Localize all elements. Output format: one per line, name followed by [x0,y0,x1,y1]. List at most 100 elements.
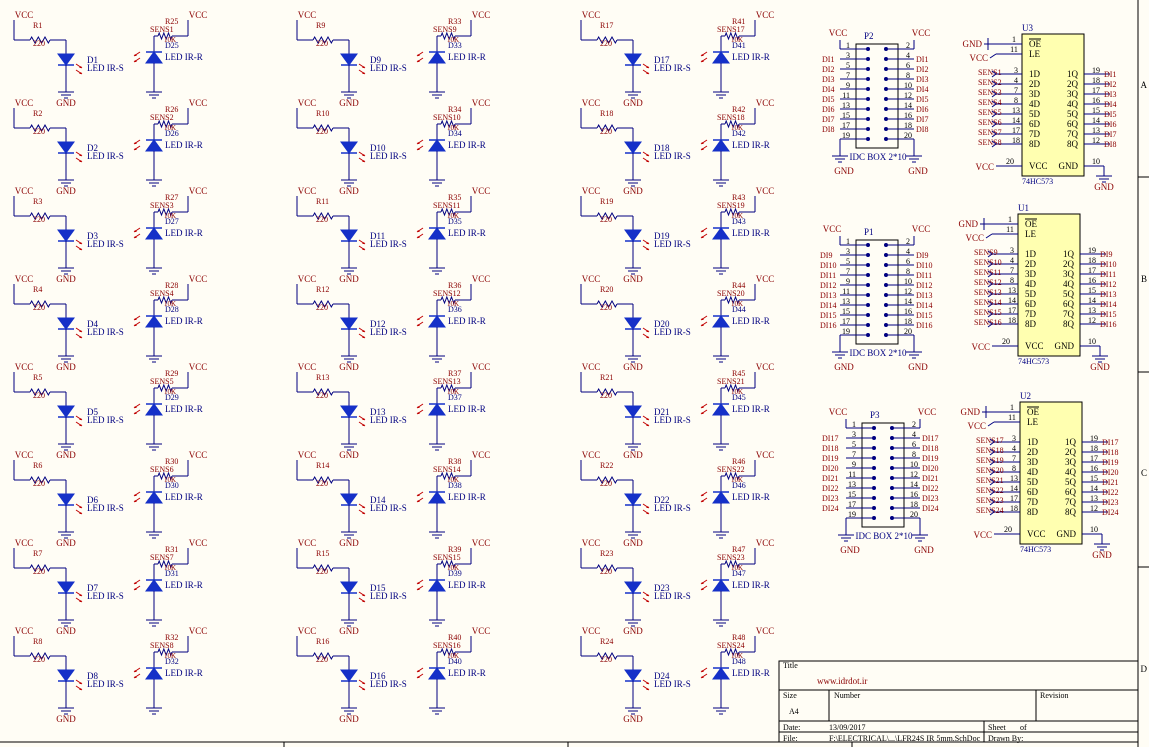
light-arrow-icon [642,591,650,597]
connector-net-label: DI8 [822,125,834,134]
gnd-label: GND [339,186,359,196]
arrow-head [362,154,365,156]
pin-name: 8Q [1065,507,1077,517]
vcc-label: VCC [971,342,990,352]
resistor-value: 220 [316,655,328,664]
led-diode-symbol [57,405,75,418]
ground-icon: GND [56,707,76,724]
sens-net-label: SENS10 [433,113,461,122]
ground-icon [146,531,162,539]
pin-number: 8 [912,450,916,459]
sens-net-label: SENS1 [150,25,174,34]
pin-number: 16 [904,307,912,316]
led-type: LED IR-S [87,415,124,425]
arrow-head [134,318,137,320]
gnd-label: GND [56,274,76,284]
pin-dot [884,57,888,61]
light-arrow-icon [700,315,708,321]
pin-name: 7Q [1067,129,1079,139]
connector-net-label: DI21 [822,474,838,483]
resistor-value: 220 [33,39,45,48]
pin-name: 3D [1029,89,1041,99]
arrow-head [646,688,649,690]
arrow-head [79,330,82,332]
vcc-label: VCC [189,10,208,20]
sense-resistor-value: 10K [164,300,176,308]
ground-icon [832,351,848,359]
light-arrow-icon [416,233,424,239]
pin-number: 4 [1012,444,1016,453]
resistor-symbol [440,647,456,657]
pin-number: 11 [1008,413,1016,422]
light-arrow-icon [358,69,366,75]
latch-input-net: SENS16 [974,318,1002,327]
arrow-head [417,494,420,496]
pin-number: 18 [1010,504,1018,513]
vcc-label: VCC [582,450,601,460]
arrow-head [134,500,137,502]
pin-name: 1Q [1067,69,1079,79]
input-port-icon [989,458,995,466]
arrow-head [646,160,649,162]
photodiode-ref: D26 [165,129,179,138]
sens-net-label: SENS2 [150,113,174,122]
pin-number: 12 [1092,136,1100,145]
pin-number: 7 [1012,454,1016,463]
resistor-symbol [29,35,51,45]
pin-number: 13 [1010,474,1018,483]
resistor-ref: R15 [316,549,329,558]
resistor-symbol [440,119,456,129]
pin-number: 19 [1090,434,1098,443]
latch-output-net: DI7 [1104,130,1116,139]
pin-number: 1 [846,237,850,246]
pin-number: 13 [842,101,850,110]
arrow-head [362,688,365,690]
light-arrow-icon [358,685,366,691]
pin-number: 18 [1090,444,1098,453]
latch-input-net: SENS20 [976,466,1004,475]
resistor-ref: R18 [600,109,613,118]
light-arrow-icon [75,415,83,421]
resistor-ref: R3 [33,197,42,206]
resistor-value: 220 [33,655,45,664]
arrow-head [646,242,649,244]
resistor-symbol [596,211,618,221]
resistor-value: 220 [316,567,328,576]
led-ref: D11 [370,231,385,241]
pin-dot [884,273,888,277]
arrow-head [362,424,365,426]
ground-icon [713,355,729,363]
light-arrow-icon [358,415,366,421]
resistor-value: 220 [600,303,612,312]
resistor-value: 220 [33,567,45,576]
led-diode-symbol [340,405,358,418]
chip-body [1021,33,1085,177]
pin-name: 5Q [1067,109,1079,119]
pin-dot [872,456,876,460]
latch-input-net: SENS21 [976,476,1004,485]
photodiode-type: LED IR-R [732,580,770,590]
arrow-head [134,582,137,584]
ground-icon: GND [623,531,643,548]
light-arrow-icon [642,503,650,509]
pin-number: 12 [904,287,912,296]
led-ref: D5 [87,407,98,417]
ground-icon: GND [623,267,643,284]
pin-dot [866,67,870,71]
pin-dot [884,253,888,257]
pin-number: 11 [1006,225,1014,234]
pin-number: 13 [848,480,856,489]
arrow-head [646,418,649,420]
latch-output-net: DI8 [1104,140,1116,149]
gnd-label: GND [339,274,359,284]
latch-output-net: DI5 [1104,110,1116,119]
pin-number: 15 [848,490,856,499]
pin-number: 9 [852,460,856,469]
resistor-ref: R14 [316,461,329,470]
pin-name: VCC [1025,341,1044,351]
resistor-value: 220 [33,479,45,488]
arrow-head [417,412,420,414]
